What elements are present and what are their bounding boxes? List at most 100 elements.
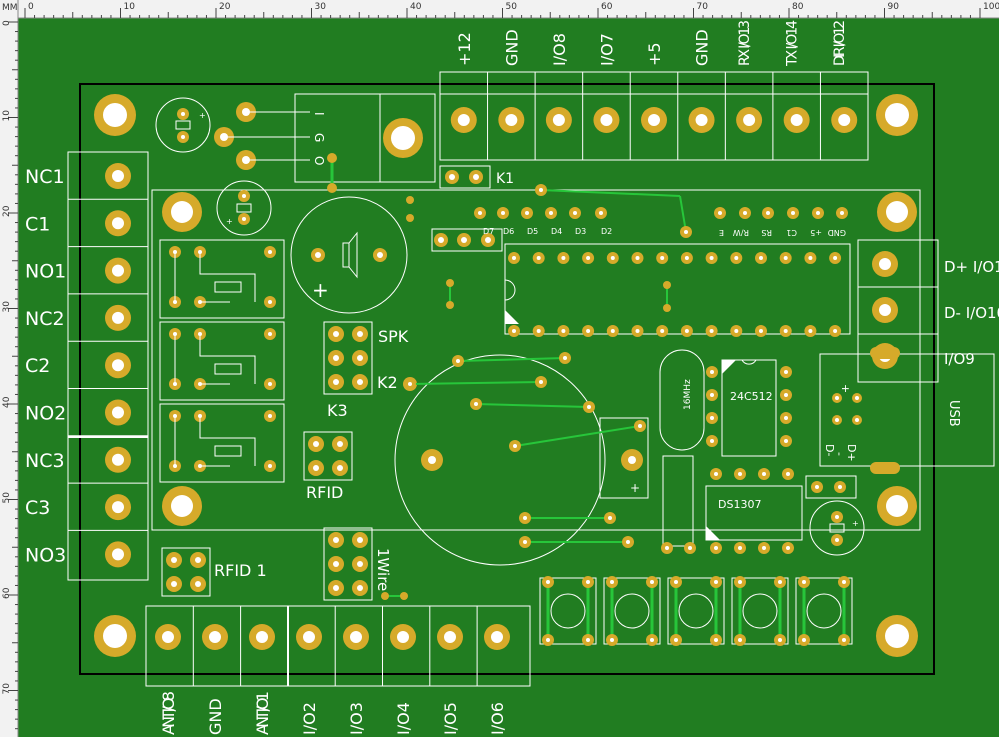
ruler-top-label: 80 (792, 2, 804, 12)
ruler-top-label: 10 (124, 2, 136, 12)
battery-plus: + (630, 481, 640, 495)
top-terminal-label: +5 (645, 42, 664, 66)
mcu-top-pin-label: D3 (575, 227, 586, 236)
ruler-left-label: 10 (2, 110, 12, 122)
push-button[interactable] (614, 593, 650, 629)
vreg-pin-i: I (312, 112, 326, 116)
rfid1-label: RFID 1 (214, 561, 267, 580)
bottom-terminal-label: I/O4 (394, 702, 413, 735)
k3-label: K3 (327, 401, 348, 420)
ruler-top-label: 70 (697, 2, 709, 12)
bottom-terminal-label: I/O3 (347, 702, 366, 735)
battery-holder: + (394, 352, 649, 566)
bottom-terminal-label: I/O5 (441, 702, 460, 735)
crystal: 16MHz (659, 349, 705, 554)
right-terminal-label: D- I/O10 (944, 304, 999, 322)
rfid-label: RFID (306, 483, 343, 502)
bottom-terminal-label: ANT I/O8 (159, 691, 178, 735)
push-buttons (539, 576, 853, 646)
crystal-label: 16MHz (683, 379, 693, 410)
left-terminal-label: NO3 (25, 544, 66, 566)
cap1-plus: + (199, 111, 206, 120)
ruler-left-label: 50 (2, 492, 12, 504)
relays (159, 239, 285, 483)
top-terminal-label: TX I/O14 (785, 20, 801, 67)
mcu-top-pin-label: D6 (503, 227, 514, 236)
ruler-top-label: 30 (315, 2, 327, 12)
right-terminal-label: D+ I/O11 (944, 258, 999, 276)
usb-pin-dplus: D+ (845, 444, 858, 462)
rtc: DS1307 (705, 468, 857, 554)
ruler-unit: MM (2, 3, 18, 13)
vreg-pin-g: G (312, 133, 326, 142)
push-button[interactable] (742, 593, 778, 629)
push-button[interactable] (678, 593, 714, 629)
k2-label: K2 (377, 373, 398, 392)
top-terminal-label: +12 (455, 32, 474, 66)
usb-pin-plus: + (839, 384, 852, 393)
top-terminal-label: I/O7 (597, 33, 616, 66)
top-terminal-label: RX I/O13 (737, 20, 753, 66)
usb-label: USB (946, 400, 961, 427)
left-terminal-label: NC1 (25, 166, 65, 188)
bottom-terminal-label: I/O2 (300, 702, 319, 735)
spk-label: SPK (378, 327, 409, 346)
ruler-left-label: 20 (2, 205, 12, 217)
push-button[interactable] (806, 593, 842, 629)
mounting-holes (94, 94, 918, 657)
board-outline (79, 83, 935, 675)
cap2-plus: + (226, 217, 233, 226)
vreg-pin-o: O (312, 156, 326, 165)
capacitors: + + + (155, 97, 865, 556)
ruler-top-label: 0 (28, 2, 34, 12)
left-terminal-label: NO1 (25, 261, 66, 283)
mcu-top-pin-label: D7 (483, 227, 494, 236)
top-terminal-label: GND (502, 29, 521, 66)
mcu-right-pin-label: E (719, 228, 724, 237)
mcu-right-pin-label: R/W (733, 228, 749, 237)
bottom-terminal-label: ANT I/O1 (253, 691, 272, 735)
push-button[interactable] (550, 593, 586, 629)
speaker: + (290, 196, 454, 314)
mcu-right-pin-label: C1 (786, 228, 797, 237)
left-terminal-label: NC3 (25, 450, 65, 472)
mcu-right-pin-label: RS (761, 228, 772, 237)
ruler-top-label: 60 (601, 2, 613, 12)
top-terminal-label: GND (693, 29, 712, 66)
eeprom-label: 24C512 (730, 390, 773, 403)
rtc-label: DS1307 (718, 498, 761, 511)
mcu-right-pin-label: GND (828, 228, 846, 237)
top-terminal-label: I/O8 (550, 33, 569, 66)
bottom-terminal-label: I/O6 (488, 702, 507, 735)
ruler-top-label: 20 (219, 2, 231, 12)
mcu-top-pin-label: D4 (551, 227, 562, 236)
eeprom: 24C512 (706, 359, 792, 457)
ruler-left-label: 30 (2, 301, 12, 313)
right-terminal-label: I/O9 (944, 350, 975, 368)
mcu-top-pin-label: D5 (527, 227, 538, 236)
ruler-left-label: 70 (2, 683, 12, 695)
ruler-top-label: 40 (410, 2, 422, 12)
ruler-top-label: 90 (888, 2, 900, 12)
ruler-left-label: 0 (2, 20, 12, 26)
mcu-right-pin-label: +5 (810, 228, 822, 237)
speaker-plus: + (312, 278, 329, 302)
mcu: D7 D6 D5 D4 D3 D2 E R/W RS C1 +5 GND (431, 184, 851, 337)
cap3-plus: + (852, 519, 859, 528)
k1-label: K1 (496, 171, 514, 187)
left-terminal-label: NC2 (25, 308, 65, 330)
ruler-left-label: 40 (2, 396, 12, 408)
usb-pin-dminus: D- (823, 444, 836, 456)
left-terminal-label: C2 (25, 355, 50, 377)
mcu-top-pin-label: D2 (601, 227, 612, 236)
pin-headers (161, 321, 417, 601)
onewire-label: 1Wire (374, 548, 392, 591)
usb-connector: USB +D-D+- (819, 347, 995, 474)
left-terminal-label: C1 (25, 213, 50, 235)
